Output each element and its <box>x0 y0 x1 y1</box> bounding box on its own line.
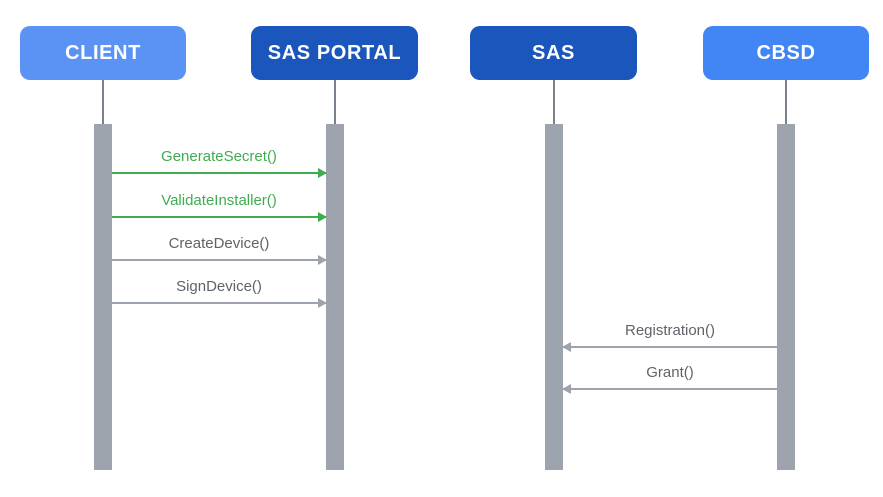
message-arrowhead-grant <box>562 384 571 394</box>
activation-bar-client <box>94 124 112 470</box>
message-line-generate-secret <box>112 172 326 174</box>
actor-label-sas-portal: SAS PORTAL <box>267 42 402 64</box>
message-line-validate-installer <box>112 216 326 218</box>
message-arrowhead-sign-device <box>318 298 327 308</box>
message-arrowhead-registration <box>562 342 571 352</box>
actor-box-client[interactable]: CLIENT <box>20 26 186 80</box>
lifeline-stem-client <box>102 80 104 124</box>
lifeline-stem-sas-portal <box>334 80 336 124</box>
activation-bar-sas <box>545 124 563 470</box>
actor-label-client: CLIENT <box>65 42 141 64</box>
message-arrowhead-validate-installer <box>318 212 327 222</box>
message-line-grant <box>563 388 777 390</box>
message-label-registration: Registration() <box>624 321 716 339</box>
message-line-create-device <box>112 259 326 261</box>
activation-bar-sas-portal <box>326 124 344 470</box>
message-line-sign-device <box>112 302 326 304</box>
actor-box-cbsd[interactable]: CBSD <box>703 26 869 80</box>
message-line-registration <box>563 346 777 348</box>
activation-bar-cbsd <box>777 124 795 470</box>
message-label-sign-device: SignDevice() <box>176 277 262 295</box>
actor-box-sas-portal[interactable]: SAS PORTAL <box>251 26 418 80</box>
message-label-create-device: CreateDevice() <box>168 234 270 252</box>
actor-box-sas[interactable]: SAS <box>470 26 637 80</box>
message-arrowhead-create-device <box>318 255 327 265</box>
actor-label-sas: SAS <box>532 42 575 64</box>
message-arrowhead-generate-secret <box>318 168 327 178</box>
lifeline-stem-sas <box>553 80 555 124</box>
message-label-validate-installer: ValidateInstaller() <box>161 191 277 209</box>
lifeline-stem-cbsd <box>785 80 787 124</box>
message-label-generate-secret: GenerateSecret() <box>161 147 277 165</box>
actor-label-cbsd: CBSD <box>756 42 816 64</box>
message-label-grant: Grant() <box>646 363 694 381</box>
